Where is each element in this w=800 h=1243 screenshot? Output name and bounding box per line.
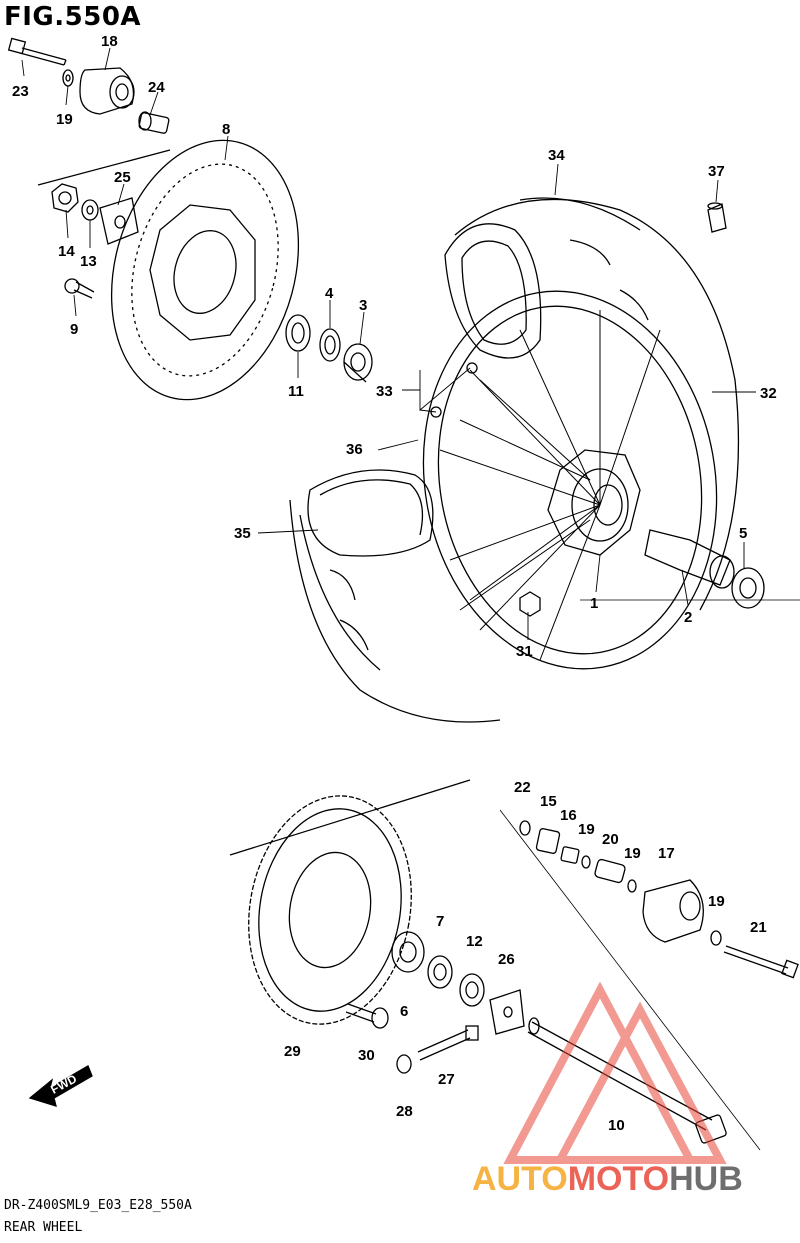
callout-19-low: 19 [708,893,725,910]
callout-36: 36 [346,441,363,458]
brake-disc-8-shape [110,139,300,401]
nut-31-shape [519,591,541,617]
callout-37: 37 [708,163,725,180]
washer-19-low-shape [710,930,722,946]
seal-4-shape [319,328,341,362]
collar-15-shape [535,828,561,854]
tube-35-shape [289,499,501,723]
callout-7: 7 [436,913,444,930]
callout-17: 17 [658,845,675,862]
callout-labels: 23 19 18 24 25 14 13 9 8 11 4 3 33 34 37… [12,33,777,1134]
collar-20-shape [594,858,626,884]
bolt-9-shape [64,278,95,299]
nut-22-shape [519,820,531,836]
washer-19-mid1-shape [581,855,591,869]
valve-cap-37-shape [707,202,727,233]
callout-13: 13 [80,253,97,270]
watermark-text-moto: MOTO [568,1160,669,1198]
callout-34: 34 [548,147,565,164]
spacer-12-shape [459,973,485,1007]
callout-30: 30 [358,1047,375,1064]
callout-20: 20 [602,831,619,848]
callout-23: 23 [12,83,29,100]
sprocket-29-shape [248,795,412,1025]
plate-25-shape [99,197,139,245]
leader-bracket-14 [37,149,171,186]
seal-7-shape [427,955,453,989]
forward-arrow-icon [28,1065,93,1107]
bolt-30-shape [345,1003,389,1029]
callout-18: 18 [101,33,118,50]
callout-2: 2 [684,609,692,626]
callout-24: 24 [148,79,165,96]
bearing-5-shape [731,567,765,609]
figure-title: FIG.550A [4,2,142,32]
callout-11: 11 [288,383,304,400]
collar-16-shape [560,846,580,864]
callout-28: 28 [396,1103,413,1120]
leader-lines [21,47,756,640]
callout-6: 6 [400,1003,408,1020]
callout-16: 16 [560,807,577,824]
callout-4: 4 [325,285,334,302]
axle-10-shape [527,1017,727,1144]
bolt-21-shape [723,945,799,979]
callout-27: 27 [438,1071,455,1088]
figure-caption: REAR WHEEL [4,1220,83,1235]
figure-code: DR-Z400SML9_E03_E28_550A [4,1198,192,1213]
watermark-logo-mark [503,981,727,1164]
callout-5: 5 [739,525,747,542]
nut-14-shape [51,183,79,213]
spacer-2-shape [644,529,735,589]
callout-19-mid1: 19 [578,821,595,838]
adjuster-26-shape [489,989,525,1035]
watermark-text-auto: AUTO [472,1160,568,1198]
leader-axle [499,809,761,1151]
callout-10: 10 [608,1117,625,1134]
washer-19-mid2-shape [627,879,637,893]
leader-bracket-29 [229,779,471,856]
callout-12: 12 [466,933,483,950]
callout-32: 32 [760,385,777,402]
rim-band-36-shape [307,469,434,557]
callout-19-top: 19 [56,111,73,128]
callout-3: 3 [359,297,367,314]
callout-15: 15 [540,793,557,810]
spacer-18-shape [79,67,135,115]
callout-31: 31 [516,643,533,660]
callout-33: 33 [376,383,393,400]
rim-32-shape [422,290,718,670]
spacer-17-shape [642,879,704,943]
spokes [439,310,661,661]
callout-22: 22 [514,779,531,796]
spoke-nipple-33-shape [430,362,478,418]
callout-29: 29 [284,1043,301,1060]
bolt-23-shape [7,37,67,66]
callout-35: 35 [234,525,251,542]
callout-25: 25 [114,169,131,186]
callout-9: 9 [70,321,78,338]
tire-34-shape [444,197,740,611]
callout-19-mid2: 19 [624,845,641,862]
washer-19-top-shape [62,69,74,87]
bearing-6-shape [391,931,425,973]
bolt-27-shape [417,1025,479,1061]
spacer-11-shape [285,314,311,352]
watermark-text: AUTOMOTOHUB [472,1160,743,1198]
callout-21: 21 [750,919,767,936]
washer-13-shape [81,199,99,221]
callout-1: 1 [590,595,598,612]
callout-26: 26 [498,951,515,968]
collar-24-shape [138,111,170,134]
bearing-3-shape [343,343,373,383]
callout-14: 14 [58,243,75,260]
watermark-text-hub: HUB [669,1160,743,1198]
nut-28-shape [396,1054,412,1074]
callout-8: 8 [222,121,230,138]
